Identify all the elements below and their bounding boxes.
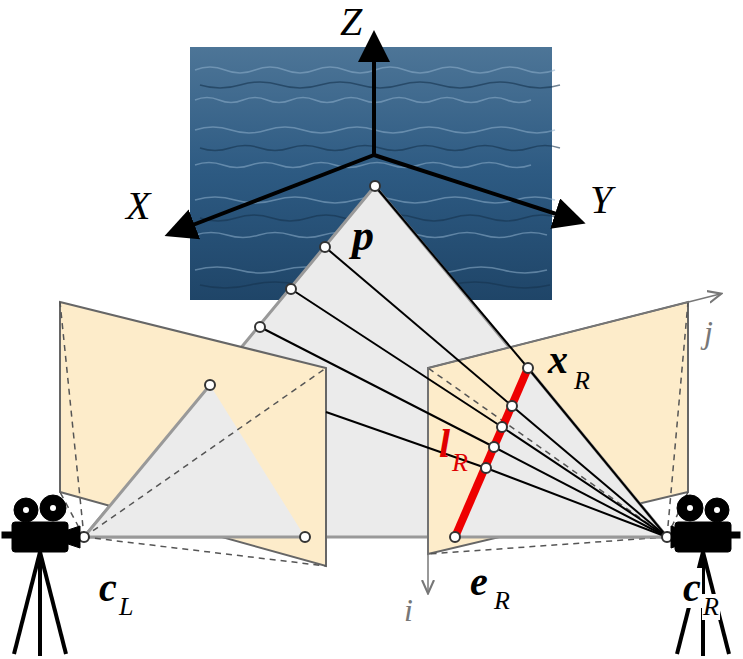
camera-label: c (98, 568, 118, 608)
left-frustum (60, 302, 326, 566)
axis-label: Z (340, 2, 362, 42)
point-label: e (470, 562, 488, 602)
axis-label: X (126, 186, 150, 226)
points (79, 181, 672, 542)
right-frustum (428, 302, 688, 554)
subscript: R (494, 588, 510, 614)
subscript: R (702, 594, 720, 620)
left-camera-icon (2, 495, 80, 656)
left-plane-section (84, 385, 305, 537)
axis-label: Y (590, 180, 612, 220)
camera-label: c (682, 568, 702, 608)
subscript: R (574, 368, 590, 394)
image-axis-j (428, 294, 720, 368)
axis-label: j (704, 316, 713, 348)
point-label: p (352, 214, 374, 258)
left-image-plane (60, 302, 326, 566)
projection-rays (260, 186, 667, 537)
right-image-plane (428, 302, 688, 554)
image-axis-i (427, 368, 429, 592)
right-plane-section (455, 368, 667, 537)
subscript: R (452, 450, 468, 476)
point-label: x (548, 340, 568, 380)
line-label: l (439, 424, 450, 464)
right-camera-icon (671, 495, 740, 656)
axis-label: i (404, 594, 413, 626)
subscript: L (118, 594, 134, 620)
